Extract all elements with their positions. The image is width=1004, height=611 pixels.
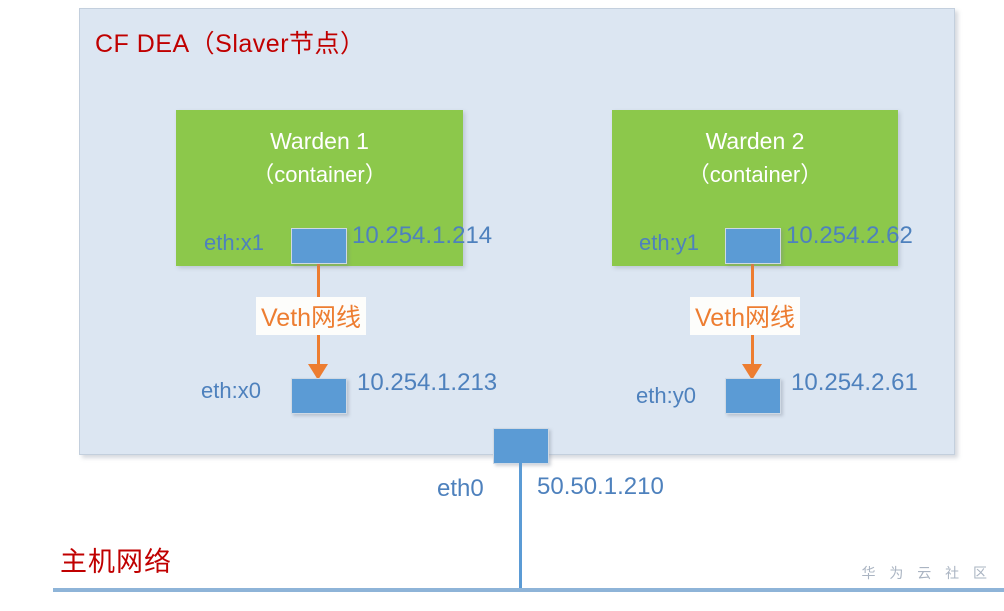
warden-2-label: Warden 2 （container）	[612, 124, 898, 192]
nic-eth-x0-icon	[291, 378, 347, 414]
iface-label-eth-y0: eth:y0	[636, 383, 696, 408]
warden-1-subtitle: （container）	[252, 162, 387, 187]
nic-eth-y0-icon	[725, 378, 781, 414]
nic-eth-x1-icon	[291, 228, 347, 264]
dea-node-title: CF DEA（Slaver节点）	[95, 30, 366, 58]
veth-link-left-label: Veth网线	[256, 297, 367, 335]
veth-link-right-arrow-icon	[742, 364, 762, 380]
veth-link-right-label: Veth网线	[690, 297, 801, 335]
ip-label-eth-x1: 10.254.1.214	[352, 222, 493, 249]
warden-1-name: Warden 1	[270, 128, 369, 154]
veth-link-left-arrow-icon	[308, 364, 328, 380]
iface-label-eth0: eth0	[437, 475, 484, 502]
warden-2-name: Warden 2	[705, 128, 805, 154]
iface-label-eth-y1: eth:y1	[639, 230, 699, 255]
ip-label-eth-y1: 10.254.2.62	[786, 222, 913, 249]
warden-2-container: Warden 2 （container）	[612, 110, 898, 266]
ip-label-eth-y0: 10.254.2.61	[791, 369, 918, 396]
host-uplink-line	[519, 462, 522, 591]
nic-eth-y1-icon	[725, 228, 781, 264]
warden-1-label: Warden 1 （container）	[176, 124, 463, 192]
host-network-title: 主机网络	[60, 547, 172, 577]
warden-2-subtitle: （container）	[687, 162, 823, 187]
host-network-bus-line	[53, 588, 1004, 592]
watermark-text: 华 为 云 社 区	[861, 565, 992, 581]
nic-eth0-icon	[493, 428, 549, 464]
iface-label-eth-x0: eth:x0	[201, 378, 261, 403]
iface-label-eth-x1: eth:x1	[204, 230, 264, 255]
ip-label-eth-x0: 10.254.1.213	[357, 369, 498, 396]
ip-label-eth0: 50.50.1.210	[537, 473, 664, 500]
